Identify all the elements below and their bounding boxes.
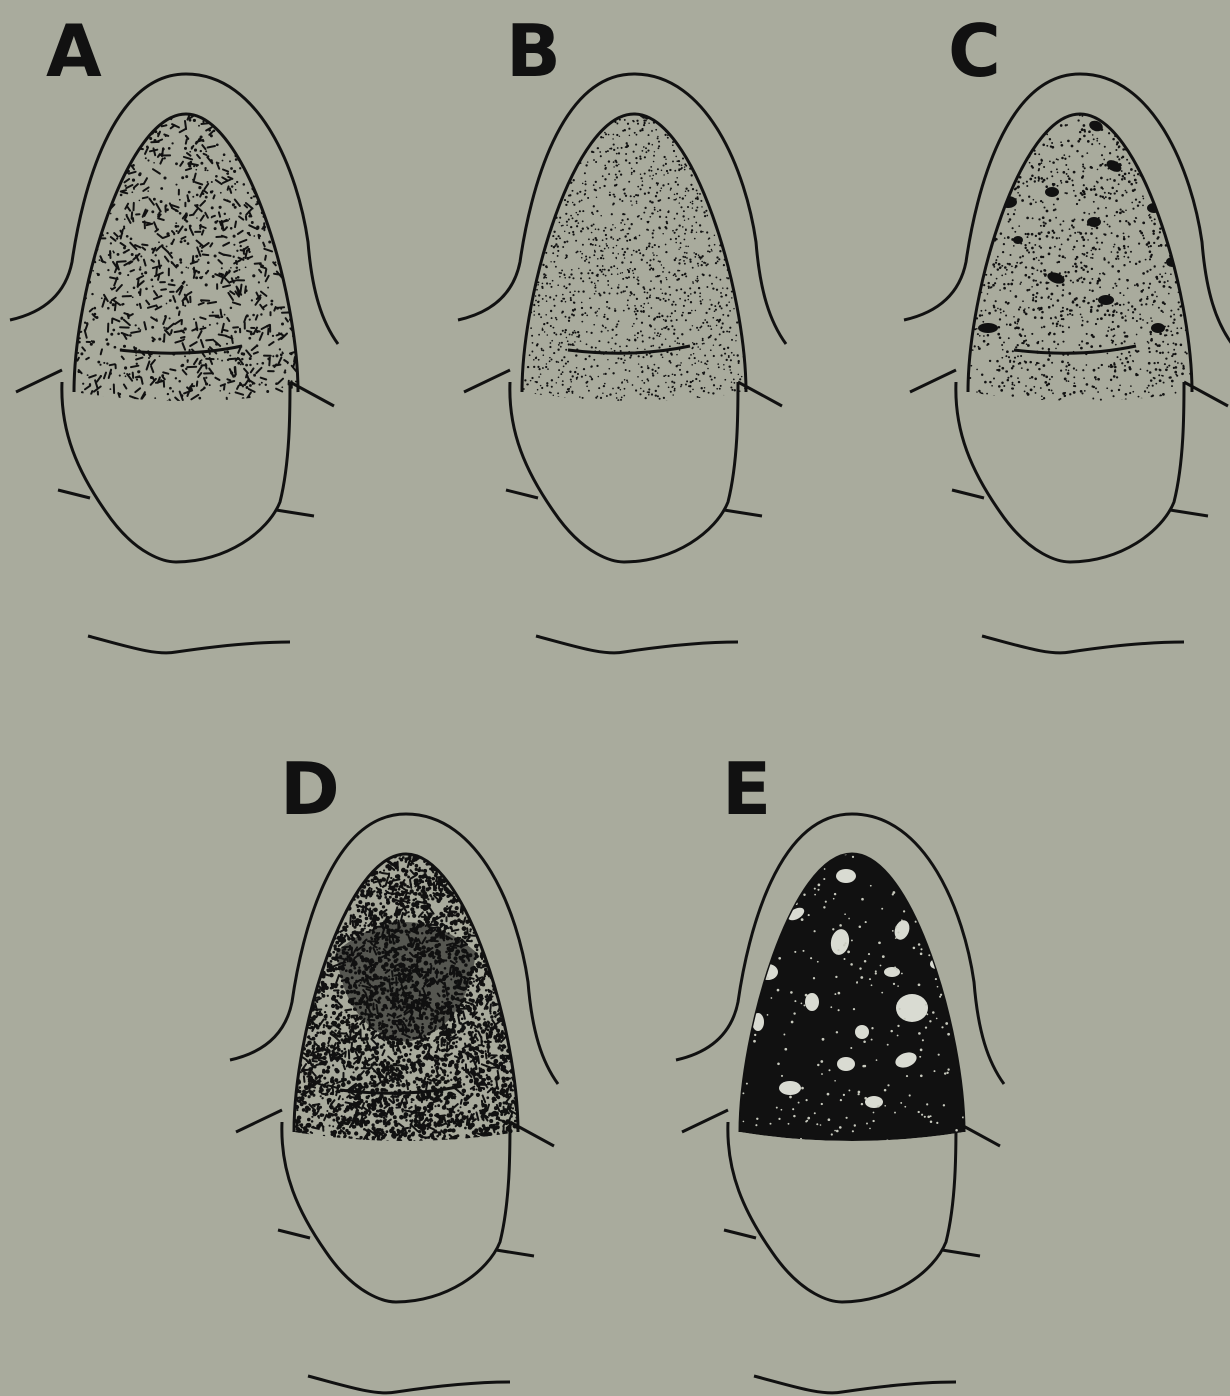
right-lower-limb	[942, 1250, 980, 1256]
left-lower-limb	[724, 1230, 756, 1238]
abdomen-outline	[62, 382, 290, 562]
pigment-pattern-a	[72, 113, 303, 405]
body-outline-a	[10, 74, 338, 653]
left-upper-limb	[910, 370, 956, 392]
panel-d: D	[230, 747, 558, 1393]
dark-field	[740, 854, 964, 1141]
tail-line	[754, 1376, 956, 1393]
right-lower-limb	[496, 1250, 534, 1256]
left-upper-limb	[464, 370, 510, 392]
fine-dots	[72, 113, 302, 402]
left-lower-limb	[952, 490, 984, 498]
left-lower-limb	[278, 1230, 310, 1238]
right-lower-limb	[276, 510, 314, 516]
panel-label-d: D	[280, 747, 340, 831]
shield-base-line	[120, 346, 242, 353]
right-lower-limb	[724, 510, 762, 516]
stipple-dots	[964, 113, 1196, 403]
left-lower-limb	[506, 490, 538, 498]
tail-line	[982, 636, 1184, 653]
left-upper-limb	[236, 1110, 282, 1132]
coarse-flecks	[72, 113, 302, 405]
right-upper-limb	[738, 382, 782, 406]
tail-line	[308, 1376, 510, 1393]
right-upper-limb	[1184, 382, 1228, 406]
pigment-pattern-b	[518, 109, 750, 403]
pigment-pattern-d	[287, 852, 525, 1145]
panel-e: E	[676, 747, 1004, 1393]
panel-a: A	[10, 9, 338, 653]
panel-label-c: C	[948, 9, 1001, 93]
panel-label-e: E	[722, 747, 771, 831]
abdomen-outline	[956, 382, 1184, 562]
left-upper-limb	[16, 370, 62, 392]
panel-label-b: B	[506, 9, 561, 93]
pigment-pattern-c	[964, 113, 1196, 403]
shield-outline	[74, 114, 298, 392]
abdomen-outline	[728, 1122, 956, 1302]
tail-line	[536, 636, 738, 653]
body-outline-b	[458, 74, 786, 653]
left-lower-limb	[58, 490, 90, 498]
right-lower-limb	[1170, 510, 1208, 516]
tail-line	[88, 636, 290, 653]
abdomen-outline	[282, 1122, 510, 1302]
shield-outline	[522, 114, 746, 392]
stipple-dots	[518, 113, 750, 403]
right-upper-limb	[290, 382, 334, 406]
panel-c: C	[904, 9, 1230, 653]
panel-b: B	[458, 9, 786, 653]
abdomen-outline	[510, 382, 738, 562]
shield-outline	[968, 114, 1192, 392]
left-upper-limb	[682, 1110, 728, 1132]
pigment-pattern-e	[736, 853, 964, 1143]
edge-spots	[532, 109, 734, 238]
scattered-spots	[978, 113, 1178, 333]
panel-label-a: A	[46, 9, 102, 93]
